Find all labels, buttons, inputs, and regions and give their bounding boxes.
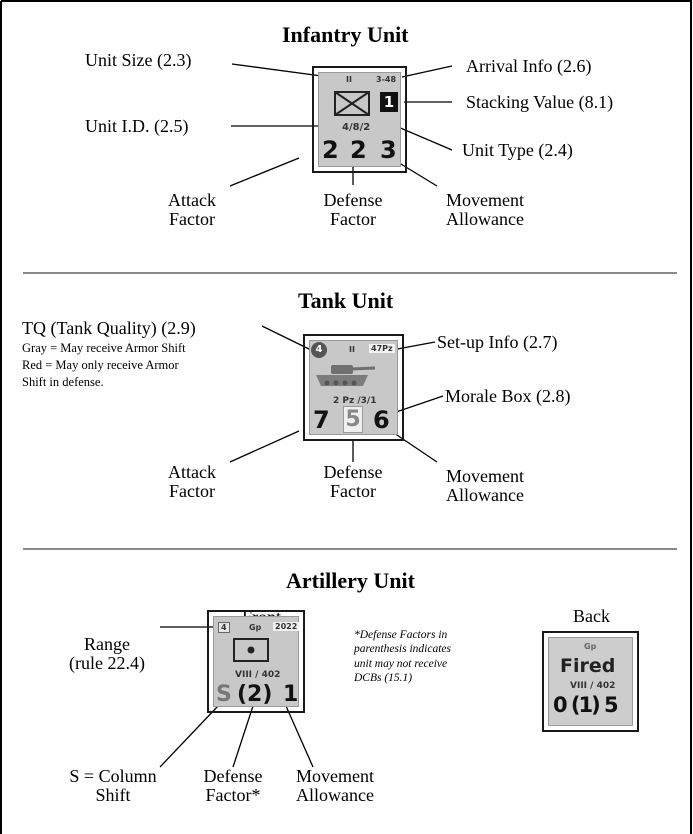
art-counter-size: Gp [249, 623, 262, 632]
artillery-back-face [548, 637, 633, 726]
infantry-title: Infantry Unit [282, 22, 409, 47]
inf-counter-stack: 1 [380, 92, 398, 112]
tank-counter-morale-defense: 5 [343, 406, 363, 433]
label-unit-size: Unit Size (2.3) [85, 50, 192, 70]
inf-attack-line2: Factor [169, 209, 215, 230]
leader-arrival [401, 65, 453, 78]
tank-silhouette-icon [316, 365, 376, 386]
tank-counter-move: 6 [373, 406, 390, 434]
artillery-footnote: *Defense Factors in parenthesis indicate… [354, 628, 451, 686]
tank-counter: 4 II 47Pz 2 Pz /3/1 7 5 6 [303, 334, 404, 441]
tank-attack-line1: Attack [168, 462, 216, 482]
label-column-shift: S = Column Shift [48, 766, 178, 806]
label-setup-info: Set-up Info (2.7) [437, 332, 558, 352]
artillery-symbol-icon [233, 638, 269, 662]
leader-tank-attack [229, 430, 300, 463]
tank-counter-tq: 4 [311, 342, 327, 358]
label-inf-attack-factor: Attack Factor [152, 190, 232, 230]
label-tank-movement-allowance: Movement Allowance [430, 466, 540, 506]
label-unit-id: Unit I.D. (2.5) [85, 116, 189, 136]
label-inf-defense-factor: Defense Factor [313, 190, 393, 230]
shift-line1: S = Column [69, 766, 157, 786]
tank-move-line2: Allowance [446, 485, 524, 506]
artillery-back-counter: Gp Fired VIII / 402 0 (1) 5 [542, 631, 639, 732]
artillery-front-counter: 4 Gp 2022 VIII / 402 S (2) 1 [207, 610, 305, 713]
label-tq: TQ (Tank Quality) (2.9) [22, 318, 196, 338]
range-line2: (rule 22.4) [69, 653, 145, 674]
leader-tq [261, 325, 312, 351]
tank-attack-line2: Factor [169, 481, 215, 502]
art-defense-line2: Factor* [205, 785, 261, 806]
art-move-line1: Movement [296, 766, 374, 786]
label-arrival-info: Arrival Info (2.6) [466, 56, 592, 76]
tank-counter-id: 2 Pz /3/1 [333, 396, 377, 406]
label-art-defense-factor: Defense Factor* [193, 766, 273, 806]
back-counter-size: Gp [584, 642, 597, 651]
footnote-line1: *Defense Factors in [354, 629, 448, 641]
leader-art-move [285, 705, 314, 768]
inf-counter-defense: 2 [350, 136, 367, 164]
label-art-movement-allowance: Movement Allowance [280, 766, 390, 806]
inf-counter-attack: 2 [322, 136, 339, 164]
inf-defense-line1: Defense [323, 190, 383, 210]
label-inf-movement-allowance: Movement Allowance [430, 190, 540, 230]
art-counter-move: 1 [283, 682, 299, 707]
label-tank-attack-factor: Attack Factor [152, 462, 232, 502]
inf-attack-line1: Attack [168, 190, 216, 210]
art-counter-defense: (2) [237, 682, 273, 707]
leader-inf-attack [229, 157, 300, 187]
art-counter-id: VIII / 402 [235, 670, 281, 680]
tq-note-red: Red = May only receive Armor [22, 358, 179, 372]
inf-counter-id: 4/8/2 [342, 122, 371, 133]
tank-defense-line1: Defense [323, 462, 383, 482]
art-counter-setup: 2022 [273, 622, 300, 631]
back-counter-id: VIII / 402 [570, 681, 616, 691]
artillery-title: Artillery Unit [286, 568, 415, 593]
footnote-line3: unit may not receive [354, 657, 448, 670]
art-defense-line1: Defense [203, 766, 263, 786]
tank-counter-attack: 7 [313, 406, 330, 434]
inf-counter-arrival: 3-48 [376, 75, 397, 84]
back-counter-fired: Fired [560, 655, 616, 677]
footnote-line4: DCBs (15.1) [354, 672, 413, 685]
infantry-counter: II 3-48 1 4/8/2 2 2 3 [312, 66, 407, 173]
leader-art-defense [232, 705, 254, 768]
leader-shift [159, 705, 219, 768]
art-move-line2: Allowance [296, 785, 374, 806]
tank-title: Tank Unit [298, 288, 394, 313]
range-line1: Range [84, 634, 130, 654]
back-counter-values: 0 (1) 5 [553, 693, 619, 717]
leader-setup [391, 341, 436, 351]
inf-counter-size: II [346, 75, 352, 84]
label-morale-box: Morale Box (2.8) [445, 386, 571, 406]
infantry-counter-face [318, 72, 401, 167]
tank-counter-size: II [349, 345, 355, 354]
shift-line2: Shift [95, 785, 131, 806]
art-counter-range: 4 [218, 622, 230, 633]
footnote-line2: parenthesis indicates [354, 643, 451, 656]
label-stacking-value: Stacking Value (8.1) [466, 92, 614, 112]
label-back: Back [573, 606, 610, 626]
tank-counter-setup: 47Pz [369, 344, 395, 353]
tank-move-line1: Movement [446, 466, 524, 486]
inf-move-line1: Movement [446, 190, 524, 210]
label-tank-defense-factor: Defense Factor [313, 462, 393, 502]
infantry-symbol-icon [334, 91, 370, 116]
leader-tank-move [390, 430, 438, 463]
inf-counter-move: 3 [380, 136, 397, 164]
tank-defense-line2: Factor [330, 481, 376, 502]
label-unit-type: Unit Type (2.4) [462, 140, 573, 160]
tq-note-gray: Gray = May receive Armor Shift [22, 341, 186, 355]
inf-defense-line2: Factor [330, 209, 376, 230]
inf-move-line2: Allowance [446, 209, 524, 230]
tq-note-defense: Shift in defense. [22, 375, 104, 389]
label-range: Range (rule 22.4) [52, 634, 162, 674]
art-counter-shift: S [216, 682, 232, 707]
